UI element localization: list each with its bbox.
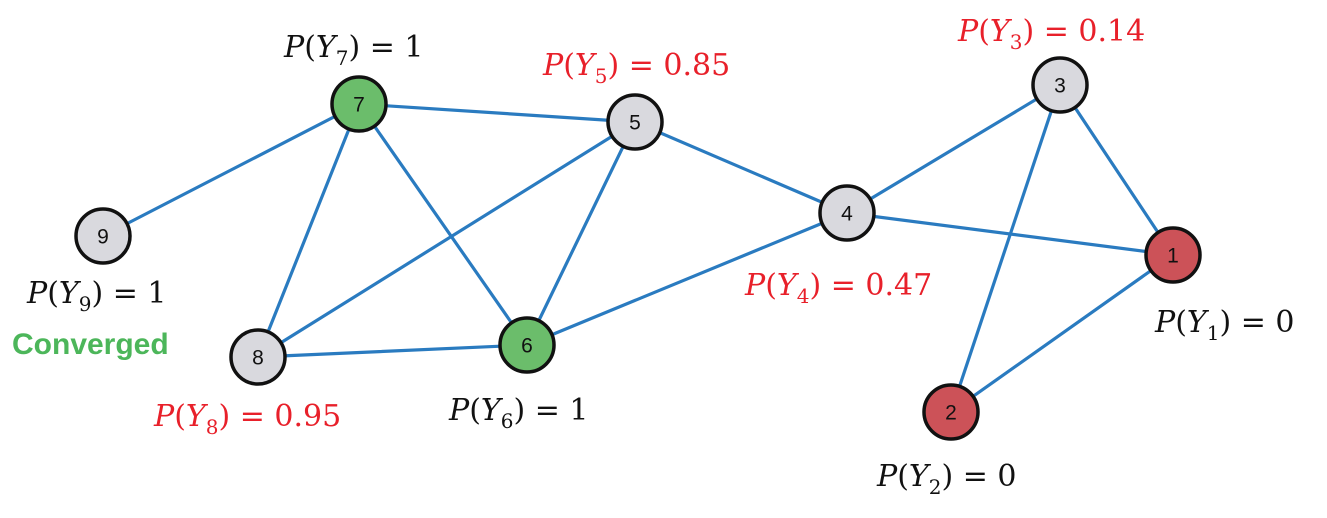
edge-3-2 — [949, 83, 1062, 414]
node-7: 7 — [330, 75, 388, 133]
node-9-circle — [74, 207, 132, 265]
edge-7-8 — [256, 102, 361, 359]
node-1-circle — [1144, 226, 1202, 284]
node-8-number: 8 — [252, 347, 264, 370]
node-7-circle — [330, 75, 388, 133]
node-4-number: 4 — [841, 203, 853, 226]
node-6-circle — [498, 316, 556, 374]
edge-7-6 — [357, 102, 529, 347]
converged-label: Converged — [12, 328, 169, 361]
prob-label-7: P(Y7) = 1 — [283, 30, 423, 70]
edge-7-5 — [357, 102, 637, 124]
edge-5-4 — [633, 120, 849, 215]
node-5-number: 5 — [629, 112, 641, 135]
node-6-number: 6 — [521, 335, 533, 358]
node-8: 8 — [229, 328, 287, 386]
node-6: 6 — [498, 316, 556, 374]
nodes: 1 2 3 4 5 6 7 8 9 — [74, 56, 1202, 441]
node-5-circle — [606, 93, 664, 151]
edge-3-1 — [1058, 83, 1175, 257]
prob-label-5: P(Y5) = 0.85 — [542, 48, 730, 88]
edge-6-4 — [525, 211, 849, 347]
node-3: 3 — [1031, 56, 1089, 114]
prob-label-4: P(Y4) = 0.47 — [744, 268, 932, 308]
node-2: 2 — [922, 383, 980, 441]
edge-5-6 — [525, 120, 637, 347]
edge-8-6 — [256, 343, 529, 359]
edge-7-9 — [101, 102, 361, 238]
probability-labels: P(Y1) = 0 P(Y2) = 0 P(Y3) = 0.14P(Y4) = 0.… — [26, 14, 1294, 499]
node-4: 4 — [818, 184, 876, 242]
node-5: 5 — [606, 93, 664, 151]
prob-label-1: P(Y1) = 0 — [1154, 305, 1294, 345]
edge-1-2 — [949, 253, 1175, 414]
edge-4-3 — [845, 83, 1062, 215]
prob-label-9: P(Y9) = 1 — [26, 276, 166, 316]
node-9: 9 — [74, 207, 132, 265]
node-9-number: 9 — [97, 226, 109, 249]
node-2-number: 2 — [945, 402, 957, 425]
edge-5-8 — [256, 120, 637, 359]
edges — [101, 83, 1175, 414]
node-3-circle — [1031, 56, 1089, 114]
prob-label-3: P(Y3) = 0.14 — [957, 14, 1145, 54]
prob-label-2: P(Y2) = 0 — [876, 459, 1016, 499]
node-1: 1 — [1144, 226, 1202, 284]
prob-label-8: P(Y8) = 0.95 — [153, 399, 341, 439]
node-2-circle — [922, 383, 980, 441]
prob-label-6: P(Y6) = 1 — [448, 393, 588, 433]
node-8-circle — [229, 328, 287, 386]
node-7-number: 7 — [353, 94, 365, 117]
node-1-number: 1 — [1167, 245, 1179, 268]
node-4-circle — [818, 184, 876, 242]
node-3-number: 3 — [1054, 75, 1066, 98]
